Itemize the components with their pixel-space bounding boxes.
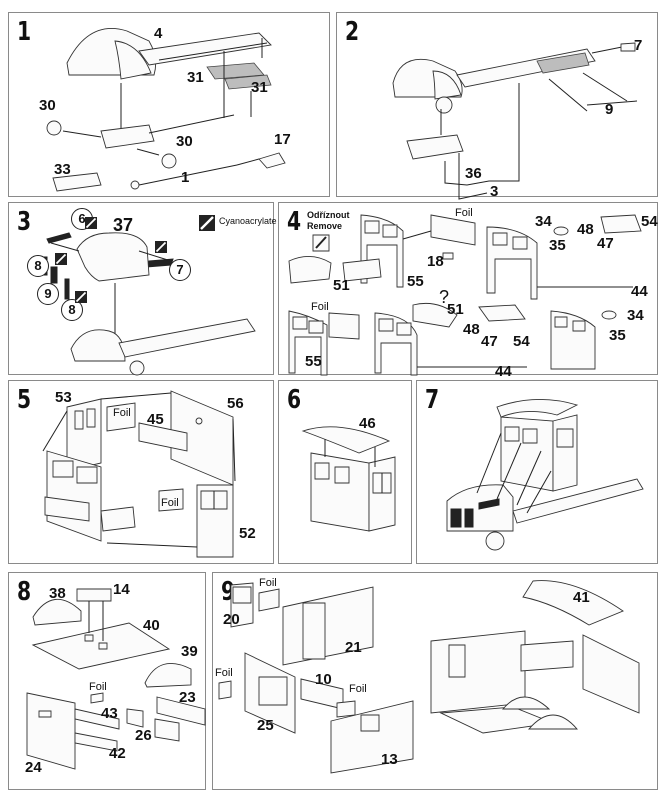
part-label: 47: [481, 333, 498, 350]
foil-label: Foil: [349, 683, 367, 695]
part-label: 26: [135, 727, 152, 744]
step-number: 1: [17, 17, 32, 47]
part-label: 25: [257, 717, 274, 734]
step-1-panel: 1 4 31 31 30 30 17 33 1: [8, 12, 330, 197]
step-2-panel: 2 7 9 36 3: [336, 12, 659, 200]
part-label: 18: [427, 253, 444, 270]
cab-walls-illustration: [9, 381, 275, 565]
cyanoacrylate-glue-icon: [199, 215, 215, 231]
part-label: 46: [359, 415, 376, 432]
part-label: 51: [447, 301, 464, 318]
part-label: 30: [39, 97, 56, 114]
part-label: 13: [381, 751, 398, 768]
part-label: 33: [54, 161, 71, 178]
part-label: 24: [25, 759, 42, 776]
step-number: 8: [17, 577, 32, 607]
part-label: 54: [513, 333, 530, 350]
cyanoacrylate-glue-icon: [85, 217, 97, 229]
part-label: 47: [597, 235, 614, 252]
part-label: 1: [181, 169, 190, 186]
circled-part-label: 7: [169, 259, 191, 281]
part-label: 54: [641, 213, 658, 230]
question-mark: ?: [439, 287, 450, 307]
part-label: 40: [143, 617, 160, 634]
foil-label: Foil: [259, 577, 277, 589]
cab-interior-panels-illustration: [213, 573, 659, 791]
step-number: 5: [17, 385, 32, 415]
part-label: 48: [577, 221, 594, 238]
circled-part-label: 8: [27, 255, 49, 277]
foil-label: Foil: [311, 301, 329, 313]
part-label: 48: [463, 321, 480, 338]
part-label: 4: [154, 25, 163, 42]
cab-roof-illustration: [279, 381, 413, 565]
foil-label: Foil: [113, 407, 131, 419]
step-number: 3: [17, 207, 32, 237]
part-label: 44: [631, 283, 648, 300]
step-7-panel: 7: [416, 380, 658, 564]
part-label: 43: [101, 705, 118, 722]
part-label: 3: [490, 183, 499, 200]
part-label: 39: [181, 643, 198, 660]
hood-fender-illustration: [9, 203, 275, 376]
part-label: 37: [113, 215, 134, 235]
part-label: 9: [605, 101, 614, 118]
glue-legend-label: Cyanoacrylate: [219, 216, 277, 226]
part-label: 42: [109, 745, 126, 762]
part-label: 31: [187, 69, 204, 86]
cyanoacrylate-glue-icon: [75, 291, 87, 303]
part-label: 44: [495, 363, 512, 380]
part-label: 55: [407, 273, 424, 290]
circled-part-label: 9: [37, 283, 59, 305]
part-label: 38: [49, 585, 66, 602]
step-8-panel: 8 38 14 40 39 Foil 43 23 26 42 24: [8, 572, 206, 790]
part-label: 20: [223, 611, 240, 628]
part-label: 56: [227, 395, 244, 412]
circled-part-label: 8: [61, 299, 83, 321]
step-number: 4: [287, 207, 302, 237]
step-4-panel: 4 Odříznout Remove 51 55 Foil 18 34 35 4…: [278, 202, 659, 380]
part-label: 34: [535, 213, 552, 230]
step-3-panel: 3 Cyanoacrylate 6 37 7 8 9 8: [8, 202, 277, 376]
cab-to-chassis-illustration: [417, 381, 659, 565]
part-label: 31: [251, 79, 268, 96]
step-5-panel: 5 53 Foil 45 56 Foil 52: [8, 380, 274, 564]
part-label: 21: [345, 639, 362, 656]
part-label: 35: [609, 327, 626, 344]
cab-front-assembly-illustration: [279, 203, 659, 376]
part-label: 55: [305, 353, 322, 370]
part-label: 7: [634, 37, 643, 54]
part-label: 30: [176, 133, 193, 150]
step-6-panel: 6 46: [278, 380, 412, 564]
step-number: 6: [287, 385, 302, 415]
part-label: 45: [147, 411, 164, 428]
cut-note-czech: Odříznout: [307, 210, 350, 220]
part-label: 14: [113, 581, 130, 598]
cut-note-english: Remove: [307, 221, 343, 231]
part-label: 10: [315, 671, 332, 688]
step-9-panel: 9 Foil 20 21 Foil 10 25 Foil 13 41: [212, 572, 658, 790]
foil-label: Foil: [455, 207, 473, 219]
cyanoacrylate-glue-icon: [155, 241, 167, 253]
part-label: 23: [179, 689, 196, 706]
part-label: 36: [465, 165, 482, 182]
part-label: 34: [627, 307, 644, 324]
foil-label: Foil: [161, 497, 179, 509]
cab-floor-illustration: [9, 573, 207, 791]
foil-label: Foil: [215, 667, 233, 679]
step-number: 2: [345, 17, 360, 47]
foil-label: Foil: [89, 681, 107, 693]
chassis-frame-illustration: [9, 13, 331, 198]
part-label: 17: [274, 131, 291, 148]
chassis-assembly-illustration: [337, 13, 659, 198]
part-label: 52: [239, 525, 256, 542]
part-label: 35: [549, 237, 566, 254]
part-label: 51: [333, 277, 350, 294]
step-number: 7: [425, 385, 440, 415]
part-label: 53: [55, 389, 72, 406]
cyanoacrylate-glue-icon: [55, 253, 67, 265]
part-label: 41: [573, 589, 590, 606]
